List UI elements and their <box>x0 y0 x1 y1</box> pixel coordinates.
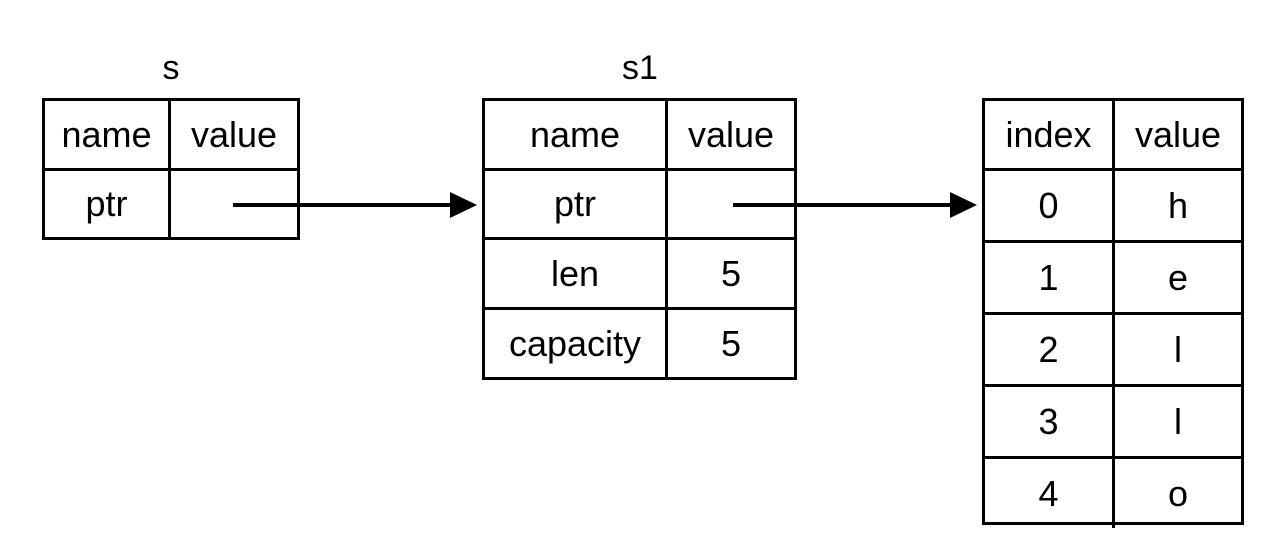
cell-index-1: 1 <box>985 243 1115 312</box>
cell-value-3: l <box>1174 400 1182 442</box>
table-row: 0 h <box>985 168 1241 240</box>
table-row: ptr <box>485 168 794 237</box>
header-cell-value: value <box>687 113 775 155</box>
arrow-line-s1-to-buffer <box>733 203 950 207</box>
arrow-head-s-to-s1 <box>450 192 477 218</box>
table-row-header: index value <box>985 101 1241 168</box>
header-cell-name: name <box>45 101 171 168</box>
table-s1: name value ptr len 5 capacity 5 <box>482 98 797 380</box>
cell-name-capacity: capacity <box>485 310 668 377</box>
table-row: 4 o <box>985 456 1241 528</box>
header-cell-index: index <box>985 101 1115 168</box>
cell-index-3: 3 <box>985 387 1115 456</box>
table-row: capacity 5 <box>485 307 794 377</box>
cell-value-0: h <box>1167 184 1189 226</box>
table-caption-s1: s1 <box>622 49 658 87</box>
table-caption-s: s <box>162 49 180 87</box>
cell-value-4: o <box>1167 472 1189 514</box>
table-row: 2 l <box>985 312 1241 384</box>
cell-name-len: len <box>485 240 668 307</box>
cell-name-ptr: ptr <box>485 171 668 237</box>
cell-index-4: 4 <box>985 459 1115 528</box>
header-cell-value: value <box>190 113 278 155</box>
cell-name-ptr: ptr <box>45 171 171 237</box>
table-row: len 5 <box>485 237 794 307</box>
cell-index-2: 2 <box>985 315 1115 384</box>
table-row: ptr <box>45 168 297 237</box>
cell-value-capacity: 5 <box>720 322 742 364</box>
table-row: 1 e <box>985 240 1241 312</box>
table-row: 3 l <box>985 384 1241 456</box>
table-row-header: name value <box>45 101 297 168</box>
cell-value-2: l <box>1174 328 1182 370</box>
cell-index-0: 0 <box>985 171 1115 240</box>
arrow-head-s1-to-buffer <box>950 192 977 218</box>
arrow-line-s-to-s1 <box>233 203 450 207</box>
header-cell-name: name <box>485 101 668 168</box>
cell-value-1: e <box>1167 256 1189 298</box>
table-buffer: index value 0 h 1 e 2 l 3 l 4 o <box>982 98 1244 528</box>
header-cell-value: value <box>1134 113 1222 155</box>
table-row-header: name value <box>485 101 794 168</box>
table-s: name value ptr <box>42 98 300 240</box>
cell-value-len: 5 <box>720 252 742 294</box>
